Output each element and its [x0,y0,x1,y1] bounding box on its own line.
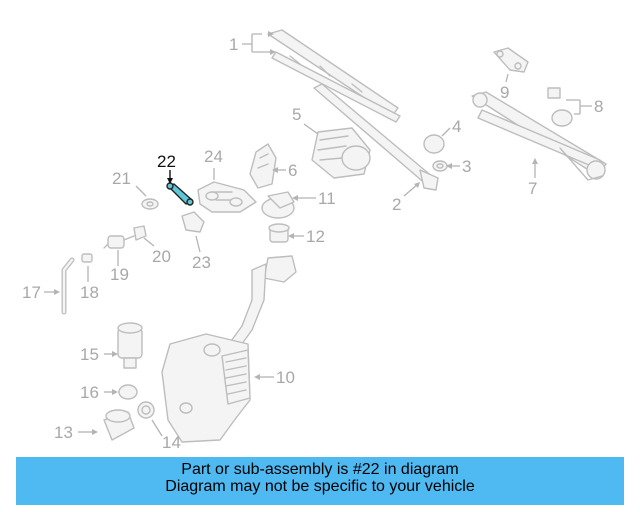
nozzle-grommet-part [141,198,159,210]
callout-label-22: 22 [157,152,176,171]
callout-label-10: 10 [276,368,295,387]
callout-2: 2 [392,182,420,214]
bracket-part [493,47,529,73]
highlighted-part-22 [166,182,194,206]
pump-grommet-part [118,384,138,400]
callout-label-20: 20 [152,247,171,266]
jet-nozzle-part [181,211,205,233]
callout-10: 10 [254,368,295,387]
callout-label-23: 23 [192,253,211,272]
callout-6: 6 [272,161,297,180]
grommet-part [547,87,573,127]
banner-line-1: Part or sub-assembly is #22 in diagram [181,461,459,478]
callout-label-2: 2 [392,195,401,214]
callout-label-14: 14 [162,433,181,452]
callout-17: 17 [22,283,60,302]
connector-part [81,253,93,263]
cowl-cover-part [197,181,257,213]
reservoir-part [161,255,297,443]
callout-20: 20 [143,237,171,266]
nozzle-part [261,191,295,219]
callout-1: 1 [229,31,276,55]
callout-label-21: 21 [112,169,131,188]
level-sensor-part [103,409,135,441]
callout-22: 22 [157,152,176,184]
callout-21: 21 [112,169,147,197]
callout-label-5: 5 [292,105,301,124]
callout-13: 13 [54,423,98,442]
callout-label-15: 15 [80,345,99,364]
callout-4: 4 [441,117,461,137]
wiper-arm-part [313,83,439,191]
callout-5: 5 [292,105,319,135]
hose-part [61,257,75,315]
callout-label-9: 9 [500,83,509,102]
callout-19: 19 [110,250,129,284]
cap-part [423,134,445,154]
callout-label-19: 19 [110,265,129,284]
callout-label-16: 16 [80,383,99,402]
banner-line-2: Diagram may not be specific to your vehi… [165,478,475,495]
info-banner: Part or sub-assembly is #22 in diagram D… [16,457,624,505]
callout-23: 23 [192,235,211,272]
nut-part [432,160,448,172]
callout-label-11: 11 [318,189,336,208]
callout-8: 8 [566,97,603,116]
washer-bracket-part [249,143,277,189]
washer-pump-part [117,322,143,369]
callout-18: 18 [80,266,99,302]
wiper-blade-part [267,29,401,123]
callout-label-8: 8 [594,97,603,116]
callout-11: 11 [292,189,336,208]
filler-cap-part [268,223,290,243]
callout-3: 3 [446,157,471,176]
callout-label-7: 7 [528,179,537,198]
elbow-connector-part [103,235,135,249]
callout-label-17: 17 [22,283,41,302]
seal-part [137,401,155,419]
callout-7: 7 [528,158,538,198]
callout-14: 14 [151,419,181,452]
callout-24: 24 [204,147,223,180]
callout-12: 12 [288,227,325,246]
callout-label-4: 4 [452,117,461,136]
callout-15: 15 [80,345,118,364]
callout-label-13: 13 [54,423,73,442]
check-valve-part [133,225,147,241]
wiper-linkage-part [471,91,607,181]
wiper-motor-part [311,127,371,179]
callout-label-3: 3 [462,157,471,176]
callout-label-18: 18 [80,283,99,302]
callout-9: 9 [500,73,509,102]
callout-label-1: 1 [229,35,238,54]
callout-label-24: 24 [204,147,223,166]
callout-16: 16 [80,383,118,402]
callout-label-6: 6 [288,161,297,180]
callout-label-12: 12 [306,227,325,246]
